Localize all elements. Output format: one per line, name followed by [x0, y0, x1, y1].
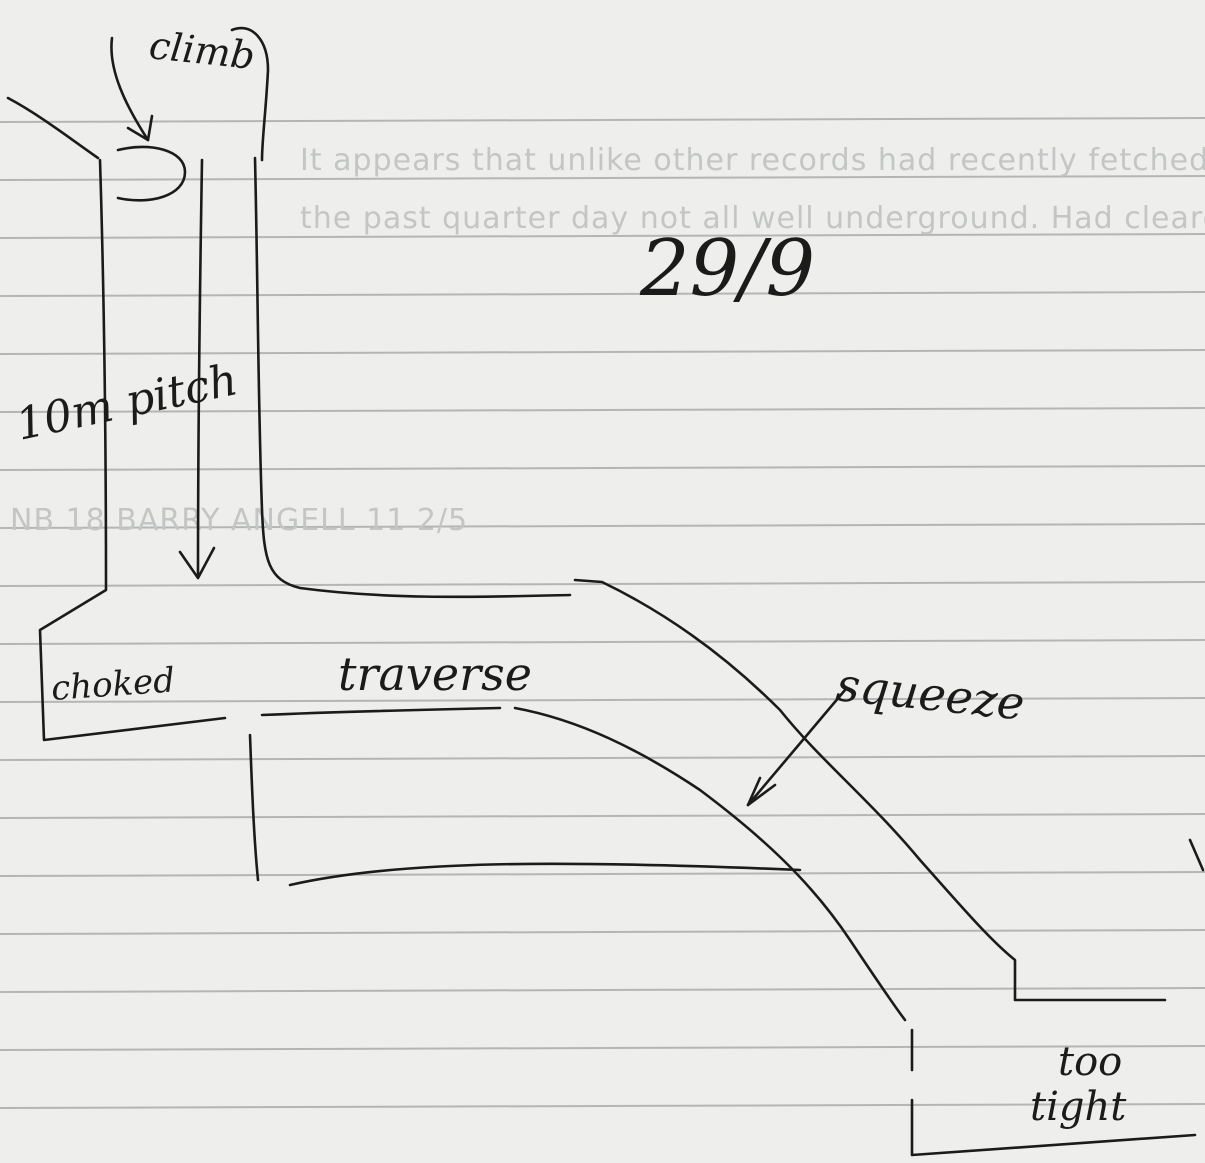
traverse-label: traverse: [338, 647, 532, 701]
squeeze-label: squeeze: [834, 657, 1027, 730]
tight-label: tight: [1030, 1084, 1127, 1130]
bleed-line-2: the past quarter day not all well underg…: [300, 201, 1205, 236]
climb-label: climb: [147, 23, 257, 78]
pitch-label: 10m pitch: [12, 354, 242, 451]
grade-label: 29/9: [639, 224, 815, 314]
too-label: too: [1058, 1039, 1122, 1085]
passage-outline: [6, 26, 1205, 1157]
bleed-line-1: It appears that unlike other records had…: [300, 143, 1205, 178]
ruled-lines: [0, 117, 1205, 1109]
bleed-line-3: NB 18 BARRY ANGELL 11 2/5: [10, 503, 468, 538]
choked-label: choked: [50, 660, 176, 709]
annotations: climb 29/9 10m pitch choked traverse squ…: [12, 23, 1128, 1130]
bleed-through-text: It appears that unlike other records had…: [10, 143, 1205, 538]
